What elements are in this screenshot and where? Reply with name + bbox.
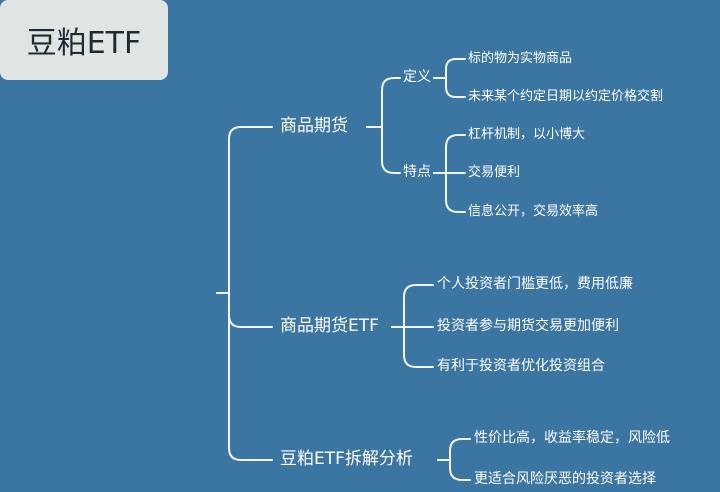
- branch-soybean-meal-etf-analysis: 豆粕ETF拆解分析: [280, 449, 413, 469]
- connector-branch-1-to-definition: [366, 77, 401, 128]
- root-node: 豆粕ETF: [0, 0, 168, 80]
- subbranch-definition: 定义: [403, 69, 431, 85]
- root-label: 豆粕ETF: [26, 26, 142, 61]
- leaf-features-1: 杠杆机制，以小博大: [468, 127, 586, 142]
- connector-root-to-branch-3: [216, 292, 273, 461]
- connector-features-to-item-3: [433, 172, 466, 213]
- leaf-etf-3: 有利于投资者优化投资组合: [437, 358, 605, 374]
- leaf-features-2: 交易便利: [468, 165, 521, 180]
- leaf-etf-2: 投资者参与期货交易更加便利: [437, 318, 619, 334]
- connector-branch-2-to-item-1: [391, 284, 434, 328]
- connector-branch-2-to-item-3: [391, 326, 434, 368]
- connector-features-to-item-1: [433, 134, 466, 174]
- connector-branch-3-to-item-2: [437, 459, 471, 481]
- connector-root-to-branch-1: [216, 126, 273, 294]
- branch-commodity-futures-etf: 商品期货ETF: [280, 316, 379, 336]
- connector-branch-3-to-item-1: [437, 438, 471, 461]
- leaf-definition-2: 未来某个约定日期以约定价格交割: [468, 89, 664, 104]
- leaf-etf-1: 个人投资者门槛更低，费用低廉: [437, 276, 633, 292]
- branch-commodity-futures: 商品期货: [280, 116, 348, 136]
- leaf-analysis-1: 性价比高，收益率稳定，风险低: [474, 430, 670, 446]
- leaf-definition-1: 标的物为实物商品: [468, 51, 573, 66]
- connector-definition-to-item-1: [433, 58, 466, 79]
- connector-definition-to-item-2: [433, 77, 466, 98]
- leaf-features-3: 信息公开，交易效率高: [468, 204, 599, 219]
- connector-branch-1-to-features: [366, 126, 401, 174]
- subbranch-features: 特点: [403, 164, 431, 180]
- leaf-analysis-2: 更适合风险厌恶的投资者选择: [474, 471, 656, 487]
- connector-root-to-branch-2: [216, 292, 273, 328]
